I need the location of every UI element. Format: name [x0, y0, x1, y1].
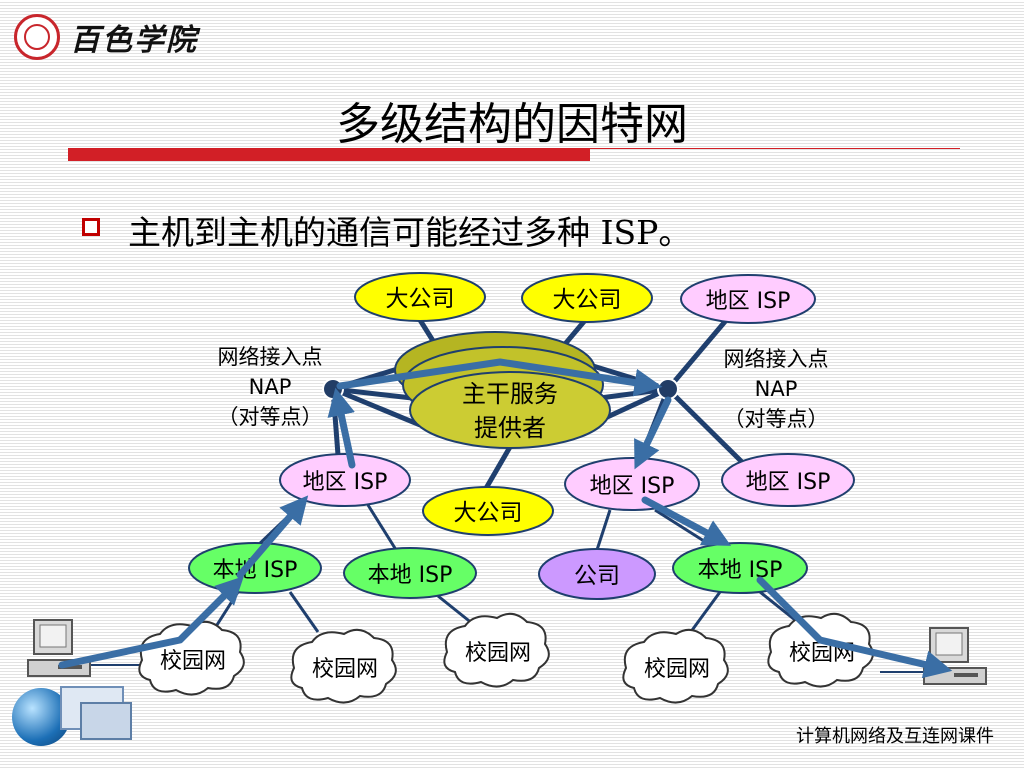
computer-icon-left	[27, 619, 91, 677]
svg-text:NAP: NAP	[249, 375, 292, 399]
node-local-isp-2: 本地 ISP	[343, 547, 477, 599]
node-regional-isp-left: 地区 ISP	[279, 453, 411, 507]
node-regional-isp-mid: 地区 ISP	[564, 457, 700, 511]
svg-text:本地 ISP: 本地 ISP	[368, 563, 453, 588]
node-regional-isp-top: 地区 ISP	[680, 274, 816, 324]
node-company: 公司	[538, 548, 656, 600]
title-underline-bar	[68, 148, 590, 161]
svg-text:NAP: NAP	[755, 377, 798, 401]
svg-text:大公司: 大公司	[553, 287, 622, 313]
node-regional-isp-right: 地区 ISP	[721, 453, 855, 507]
nap-right-label: 网络接入点 NAP （对等点）	[724, 347, 829, 431]
backbone-label-line1: 主干服务	[462, 380, 558, 408]
svg-text:校园网: 校园网	[465, 641, 531, 666]
footer-text: 计算机网络及互连网课件	[796, 726, 994, 747]
svg-text:（对等点）: （对等点）	[218, 405, 323, 429]
svg-text:地区 ISP: 地区 ISP	[590, 474, 675, 499]
svg-text:大公司: 大公司	[454, 500, 523, 526]
slide-title: 多级结构的因特网	[336, 99, 688, 150]
svg-text:地区 ISP: 地区 ISP	[706, 289, 791, 314]
svg-text:本地 ISP: 本地 ISP	[698, 558, 783, 583]
node-campus-3: 校园网	[443, 612, 550, 688]
node-big-company-3: 大公司	[422, 486, 554, 536]
svg-text:校园网: 校园网	[160, 649, 226, 674]
bullet-square-icon	[82, 218, 100, 236]
svg-text:地区 ISP: 地区 ISP	[303, 470, 388, 495]
node-campus-4: 校园网	[622, 628, 729, 704]
node-big-company-1: 大公司	[354, 272, 486, 322]
seal-logo-icon	[14, 14, 60, 60]
node-local-isp-3: 本地 ISP	[672, 542, 808, 594]
title-underline-line	[590, 148, 960, 149]
backbone-label-line2: 提供者	[474, 414, 546, 442]
svg-text:校园网: 校园网	[644, 657, 710, 682]
node-local-isp-1: 本地 ISP	[188, 542, 322, 594]
backbone-provider: 主干服务 提供者	[394, 331, 611, 449]
nap-right-dot	[657, 378, 679, 400]
logo-text: 百色学院	[70, 23, 198, 58]
logo: 百色学院	[14, 14, 198, 60]
node-big-company-2: 大公司	[521, 273, 653, 323]
communication-path	[58, 358, 953, 679]
svg-text:公司: 公司	[574, 563, 620, 589]
window-icon	[80, 702, 132, 740]
node-campus-2: 校园网	[290, 628, 397, 704]
nap-left-label: 网络接入点 NAP （对等点）	[218, 345, 323, 429]
svg-text:校园网: 校园网	[312, 657, 378, 682]
svg-text:大公司: 大公司	[386, 286, 455, 312]
svg-text:地区 ISP: 地区 ISP	[746, 470, 831, 495]
svg-text:（对等点）: （对等点）	[724, 407, 829, 431]
svg-text:网络接入点: 网络接入点	[724, 347, 829, 371]
svg-text:网络接入点: 网络接入点	[218, 345, 323, 369]
computer-icon-right	[923, 627, 987, 685]
bullet-text: 主机到主机的通信可能经过多种 ISP。	[128, 213, 692, 252]
